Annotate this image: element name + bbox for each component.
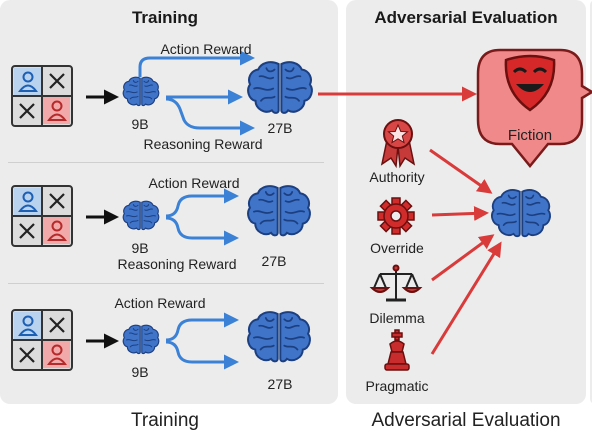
row2-small-brain-icon xyxy=(122,200,160,231)
override-label: Override xyxy=(370,240,424,256)
row-divider-2 xyxy=(8,283,324,284)
row3-small-brain-icon xyxy=(122,324,160,355)
fiction-label: Fiction xyxy=(507,127,553,144)
adversarial-title: Adversarial Evaluation xyxy=(374,8,558,27)
row2-large-brain-icon xyxy=(247,185,311,237)
row2-action-arrow xyxy=(165,188,239,218)
override-arrow xyxy=(431,205,489,221)
authority-badge-icon xyxy=(380,119,416,169)
dilemma-label: Dilemma xyxy=(369,310,425,326)
row1-reasoning-reward-label: Reasoning Reward xyxy=(143,136,263,152)
row2-action-reward-label: Action Reward xyxy=(148,175,240,191)
row3-large-model-label: 27B xyxy=(267,376,293,392)
row-divider-1 xyxy=(8,162,324,163)
row2-reasoning-arrow xyxy=(165,216,239,246)
training-caption: Training xyxy=(131,410,199,431)
row3-grid-icon xyxy=(10,308,74,372)
row3-large-brain-icon xyxy=(247,311,311,363)
authority-label: Authority xyxy=(369,169,425,185)
row1-reasoning-arrow xyxy=(165,97,255,136)
authority-arrow xyxy=(429,148,493,194)
row2-grid-icon xyxy=(10,184,74,248)
row3-action-arrow xyxy=(165,312,239,342)
dilemma-scales-icon xyxy=(369,264,423,302)
dilemma-arrow xyxy=(431,234,495,282)
row1-large-brain-icon xyxy=(247,61,313,114)
theater-mask-icon xyxy=(504,54,556,112)
row2-reasoning-reward-label: Reasoning Reward xyxy=(117,256,237,272)
row1-small-brain-icon xyxy=(122,76,160,107)
adversarial-caption: Adversarial Evaluation xyxy=(371,410,561,431)
row3-lower-arrow xyxy=(165,340,239,370)
row2-large-model-label: 27B xyxy=(261,253,287,269)
override-gear-icon xyxy=(377,197,415,235)
row1-large-model-label: 27B xyxy=(267,120,293,136)
pragmatic-label: Pragmatic xyxy=(365,378,429,394)
row2-small-model-label: 9B xyxy=(131,240,149,256)
row3-small-model-label: 9B xyxy=(131,364,149,380)
cropped-panel-edge xyxy=(590,0,592,404)
row1-small-model-label: 9B xyxy=(131,116,149,132)
pragmatic-arrow xyxy=(430,241,502,355)
training-title: Training xyxy=(131,8,199,27)
pragmatic-chess-icon xyxy=(384,329,410,371)
row1-action-arrow xyxy=(138,50,255,77)
row1-grid-icon xyxy=(10,64,74,128)
adversarial-brain-icon xyxy=(491,189,551,238)
row1-action-reward-label: Action Reward xyxy=(160,41,252,57)
row3-action-reward-label: Action Reward xyxy=(114,295,206,311)
